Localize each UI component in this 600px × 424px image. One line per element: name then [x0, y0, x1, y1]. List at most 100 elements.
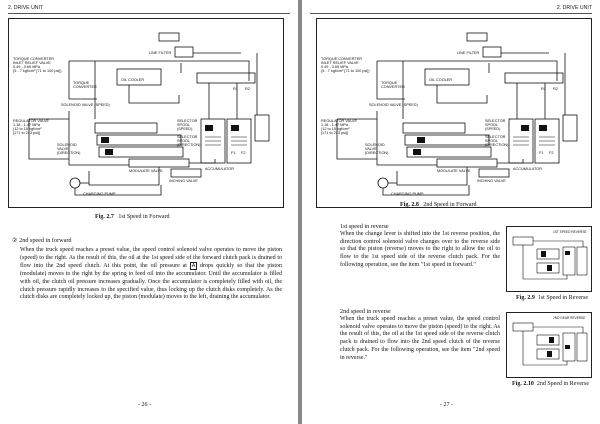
label-tc-relief-3: 0.49 - 0.69 MPa [321, 65, 349, 69]
label-line-filter: LINE FILTER [149, 51, 172, 55]
label-regulator-2: 1.18 - 1.47 MPa [321, 123, 349, 127]
label-torque-2: CONVERTER [381, 85, 405, 89]
hydraulic-schematic [28, 32, 270, 196]
header-label: 2. DRIVE UNIT [8, 5, 44, 11]
label-solenoid-speed: SOLENOID VALVE (SPEED) [61, 103, 110, 107]
caption-text: 1st Speed in Forward [118, 214, 170, 220]
label-torque-1: TORQUE [381, 81, 398, 85]
label-sol-dir-1: SOLENOID [365, 143, 385, 147]
section2-text: When the truck speed reaches a preset va… [340, 316, 500, 361]
small-schematic [512, 236, 588, 280]
small-diagram-fig210: 2ND GEAR REVERSE [506, 312, 592, 378]
label-sel-speed-3: (SPEED) [177, 127, 193, 131]
label-sol-dir-2: VALVE [57, 147, 69, 151]
label-solenoid-speed: SOLENOID VALVE (SPEED) [369, 103, 418, 107]
label-sel-speed-1: SELECTOR [485, 119, 506, 123]
label-regulator-1: REGULATOR VALVE [13, 119, 50, 123]
label-sol-dir-1: SOLENOID [57, 143, 77, 147]
header-rule [8, 13, 290, 14]
page-27: 2. DRIVE UNIT [302, 0, 600, 424]
label-f2: F2 [241, 151, 246, 155]
label-regulator-3: (12 to 15 kgf/cm² [13, 127, 42, 131]
label-sel-speed-1: SELECTOR [177, 119, 198, 123]
label-charging-pump: CHARGING PUMP [83, 192, 116, 196]
hydraulic-diagram-fig27: LINE FILTER OIL COOLER TORQUE CONVERTER … [8, 18, 284, 208]
label-regulator-4: [171 to 213 psi]) [321, 131, 349, 135]
label-accumulator: ACCUMULATOR [205, 167, 234, 171]
label-inching: INCHING VALVE [169, 179, 198, 183]
label-regulator-1: REGULATOR VALVE [321, 119, 358, 123]
label-tc-relief-2: INLET RELIEF VALVE [321, 61, 359, 65]
section2-title: 2nd speed in reverse [340, 308, 391, 315]
small-diagram-label: 1ST SPEED REVERSE [553, 230, 587, 234]
label-sel-speed-2: SPOOL [485, 123, 499, 127]
label-regulator-4: [171 to 213 psi]) [13, 131, 41, 135]
label-line-filter: LINE FILTER [457, 51, 480, 55]
small-diagram-fig29: 1ST SPEED REVERSE [506, 226, 592, 292]
page-26: 2. DRIVE UNIT [0, 0, 298, 424]
label-sol-dir-3: (DIRECTION) [57, 151, 81, 155]
label-torque-2: CONVERTER [73, 85, 97, 89]
label-tc-relief-1: TORQUE CONVERTER [13, 57, 54, 61]
label-sel-dir-1: SELECTOR [485, 135, 506, 139]
label-oil-cooler: OIL COOLER [121, 78, 145, 82]
section1-title: 1st speed in reverse [340, 223, 389, 230]
label-sol-dir-3: (DIRECTION) [365, 151, 389, 155]
figure-caption-fig210: Fig. 2.10 2nd Speed in Reverse [512, 381, 589, 387]
label-torque-1: TORQUE [73, 81, 90, 85]
label-sel-speed-2: SPOOL [177, 123, 191, 127]
small-diagram-label: 2ND GEAR REVERSE [553, 316, 586, 320]
paragraph-part2: drops quickly so that the piston (modula… [20, 263, 282, 301]
caption-number: Fig. 2.7 [95, 214, 114, 220]
label-regulator-2: 1.18 - 1.47 MPa [13, 123, 41, 127]
label-r2: R2 [553, 87, 558, 91]
figure-caption-fig28: Fig. 2.8 2nd Speed in Forward [400, 202, 477, 208]
section-body: When the truck speed reaches a preset va… [20, 247, 282, 302]
label-r1: R1 [233, 87, 238, 91]
label-regulator-3: (12 to 15 kgf/cm² [321, 127, 350, 131]
figure-caption-fig27: Fig. 2.7 1st Speed in Forward [95, 214, 170, 220]
label-oil-cooler: OIL COOLER [429, 78, 453, 82]
label-sel-dir-2: SPOOL [485, 139, 499, 143]
label-sel-dir-3: (DIRECTION) [485, 143, 509, 147]
label-r1: R1 [541, 87, 546, 91]
label-tc-relief-1: TORQUE CONVERTER [321, 57, 362, 61]
label-tc-relief-4: (5 - 7 kgf/cm² [71 to 100 psi]) [13, 69, 62, 73]
label-sel-dir-2: SPOOL [177, 139, 191, 143]
caption-number: Fig. 2.9 [516, 295, 535, 301]
label-sol-dir-2: VALVE [365, 147, 377, 151]
label-r2: R2 [245, 87, 250, 91]
label-inching: INCHING VALVE [477, 179, 506, 183]
label-sel-dir-3: (DIRECTION) [177, 143, 201, 147]
page-number: - 27 - [440, 402, 453, 408]
page-number: - 26 - [138, 402, 151, 408]
hydraulic-diagram-fig28: LINE FILTER OIL COOLER TORQUE CONVERTER … [316, 18, 592, 208]
section2-body: When the truck speed reaches a preset va… [340, 316, 500, 362]
label-f2: F2 [549, 151, 554, 155]
section1-body: When the change lever is shifted into th… [340, 231, 500, 270]
label-f1: F1 [231, 151, 236, 155]
label-f1: F1 [539, 151, 544, 155]
small-schematic [512, 322, 588, 366]
caption-text: 1st Speed in Reverse [537, 295, 588, 301]
label-tc-relief-3: 0.49 - 0.69 MPa [13, 65, 41, 69]
section-title: ② 2nd speed in forward [12, 237, 72, 244]
caption-number: Fig. 2.8 [400, 202, 419, 208]
point-a-chip: A [189, 262, 198, 271]
label-charging-pump: CHARGING PUMP [391, 192, 424, 196]
label-sel-speed-3: (SPEED) [485, 127, 501, 131]
caption-number: Fig. 2.10 [512, 381, 534, 387]
label-accumulator: ACCUMULATOR [513, 167, 542, 171]
label-tc-relief-2: INLET RELIEF VALVE [13, 61, 51, 65]
label-modulate: MODULATE VALVE [129, 169, 163, 173]
label-tc-relief-4: (5 - 7 kgf/cm² [71 to 100 psi]) [321, 69, 370, 73]
hydraulic-schematic [336, 32, 578, 196]
caption-text: 2nd Speed in Forward [423, 202, 477, 208]
header-rule [310, 13, 592, 14]
label-modulate: MODULATE VALVE [437, 169, 471, 173]
caption-text: 2nd Speed in Reverse [536, 381, 589, 387]
section1-text: When the change lever is shifted into th… [340, 231, 500, 268]
figure-caption-fig29: Fig. 2.9 1st Speed in Reverse [516, 295, 588, 301]
label-sel-dir-1: SELECTOR [177, 135, 198, 139]
header-label: 2. DRIVE UNIT [556, 5, 592, 11]
